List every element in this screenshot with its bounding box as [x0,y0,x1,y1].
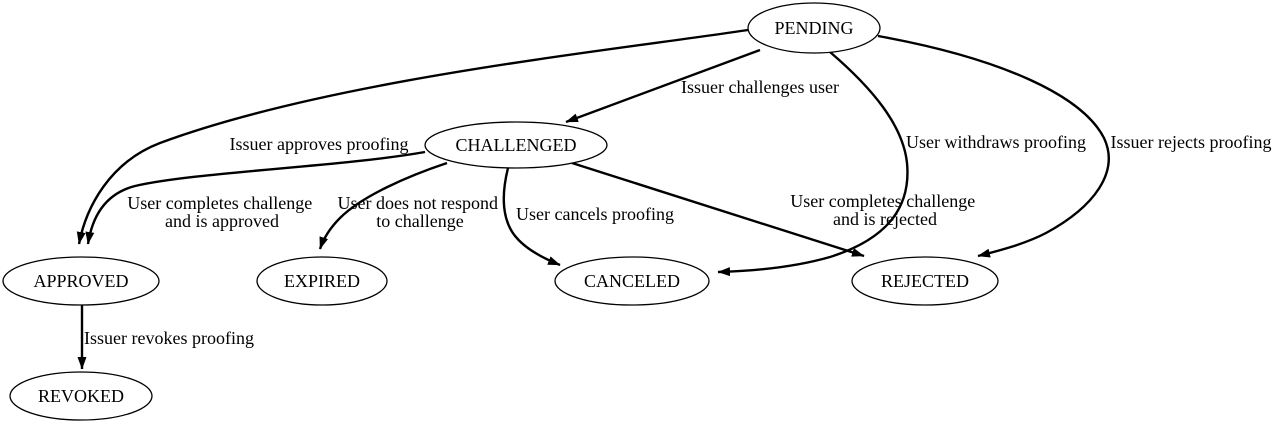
node-approved-label: APPROVED [33,271,128,291]
node-rejected: REJECTED [851,256,999,306]
node-canceled-ellipse [554,256,710,306]
edge-label-group: Issuer challenges user Issuer approves p… [84,77,1271,348]
edge-label-user-withdraws-proofing: User withdraws proofing [906,132,1086,152]
node-revoked: REVOKED [9,371,153,421]
edge-label-issuer-approves-proofing: Issuer approves proofing [230,134,409,154]
edge-challenged-rejected [571,161,865,258]
edge-label-issuer-revokes-proofing: Issuer revokes proofing [84,328,254,348]
edge-label-issuer-challenges-user: Issuer challenges user [681,77,839,97]
node-expired-ellipse [256,256,388,306]
edge-pending-approved [76,28,749,245]
edge-challenged-canceled [502,167,561,267]
edge-label-user-completes-challenge-approved: User completes challenge and is approved [127,193,316,231]
node-challenged-label: CHALLENGED [456,135,577,155]
node-challenged: CHALLENGED [424,121,608,169]
node-canceled: CANCELED [554,256,710,306]
node-challenged-ellipse [424,121,608,169]
node-canceled-label: CANCELED [584,271,680,291]
node-pending-label: PENDING [775,18,854,38]
edge-challenged-approved [85,150,426,245]
edge-label-user-cancels-proofing: User cancels proofing [516,204,674,224]
edge-label-user-completes-challenge-rejected: User completes challenge and is rejected [790,191,979,229]
node-revoked-label: REVOKED [38,386,124,406]
node-group: PENDING CHALLENGED APPROVED EXPIRED CANC… [2,2,999,421]
node-expired-label: EXPIRED [284,271,360,291]
edge-pending-canceled [717,51,909,277]
node-approved-ellipse [2,256,160,306]
node-rejected-label: REJECTED [881,271,969,291]
node-rejected-ellipse [851,256,999,306]
edge-pending-rejected [877,34,1110,258]
edge-challenged-expired [318,161,448,250]
edge-label-user-does-not-respond: User does not respond to challenge [338,193,503,231]
node-revoked-ellipse [9,371,153,421]
node-approved: APPROVED [2,256,160,306]
node-pending-ellipse [747,2,881,54]
node-expired: EXPIRED [256,256,388,306]
node-pending: PENDING [747,2,881,54]
edge-pending-challenged [565,48,761,124]
edge-group [76,28,1110,370]
edge-label-issuer-rejects-proofing: Issuer rejects proofing [1111,132,1272,152]
